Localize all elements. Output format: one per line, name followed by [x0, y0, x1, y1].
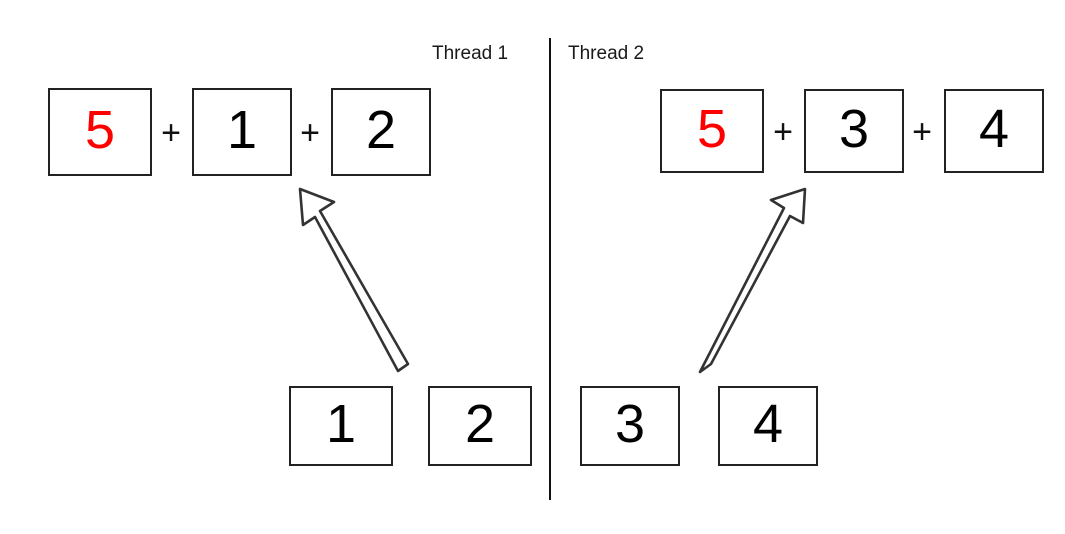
thread-2-term-box-2: 3 — [804, 89, 904, 173]
thread-2-plus-operator-1: + — [773, 113, 793, 151]
thread-2-term-value-1: 5 — [696, 99, 728, 159]
thread-2-source-value-1: 3 — [614, 394, 646, 454]
thread-1-label: Thread 1 — [432, 43, 509, 64]
thread-1-source-value-1: 1 — [325, 394, 357, 454]
thread-1-source-box-2: 2 — [428, 386, 532, 466]
thread-1-term-value-2: 1 — [226, 100, 258, 160]
thread-1-source-value-2: 2 — [464, 394, 496, 454]
thread-1-arrow — [298, 187, 410, 373]
thread-2-term-box-1: 5 — [660, 89, 764, 173]
thread-2-source-value-2: 4 — [752, 394, 784, 454]
thread-1-term-box-1: 5 — [48, 88, 152, 176]
thread-1-plus-operator-1: + — [161, 114, 181, 152]
thread-2-arrow — [698, 187, 807, 374]
thread-2-plus-operator-2: + — [912, 113, 932, 151]
thread-2-term-box-3: 4 — [944, 89, 1044, 173]
thread-divider-line — [549, 38, 551, 500]
thread-2-source-box-1: 3 — [580, 386, 680, 466]
thread-1-term-box-2: 1 — [192, 88, 292, 176]
thread-1-plus-operator-2: + — [300, 114, 320, 152]
thread-2-source-box-2: 4 — [718, 386, 818, 466]
thread-2-term-value-2: 3 — [838, 99, 870, 159]
thread-1-term-box-3: 2 — [331, 88, 431, 176]
thread-2-label: Thread 2 — [568, 43, 645, 64]
thread-1-term-value-1: 5 — [84, 100, 116, 160]
thread-1-term-value-3: 2 — [365, 100, 397, 160]
thread-1-source-box-1: 1 — [289, 386, 393, 466]
thread-2-term-value-3: 4 — [978, 99, 1010, 159]
